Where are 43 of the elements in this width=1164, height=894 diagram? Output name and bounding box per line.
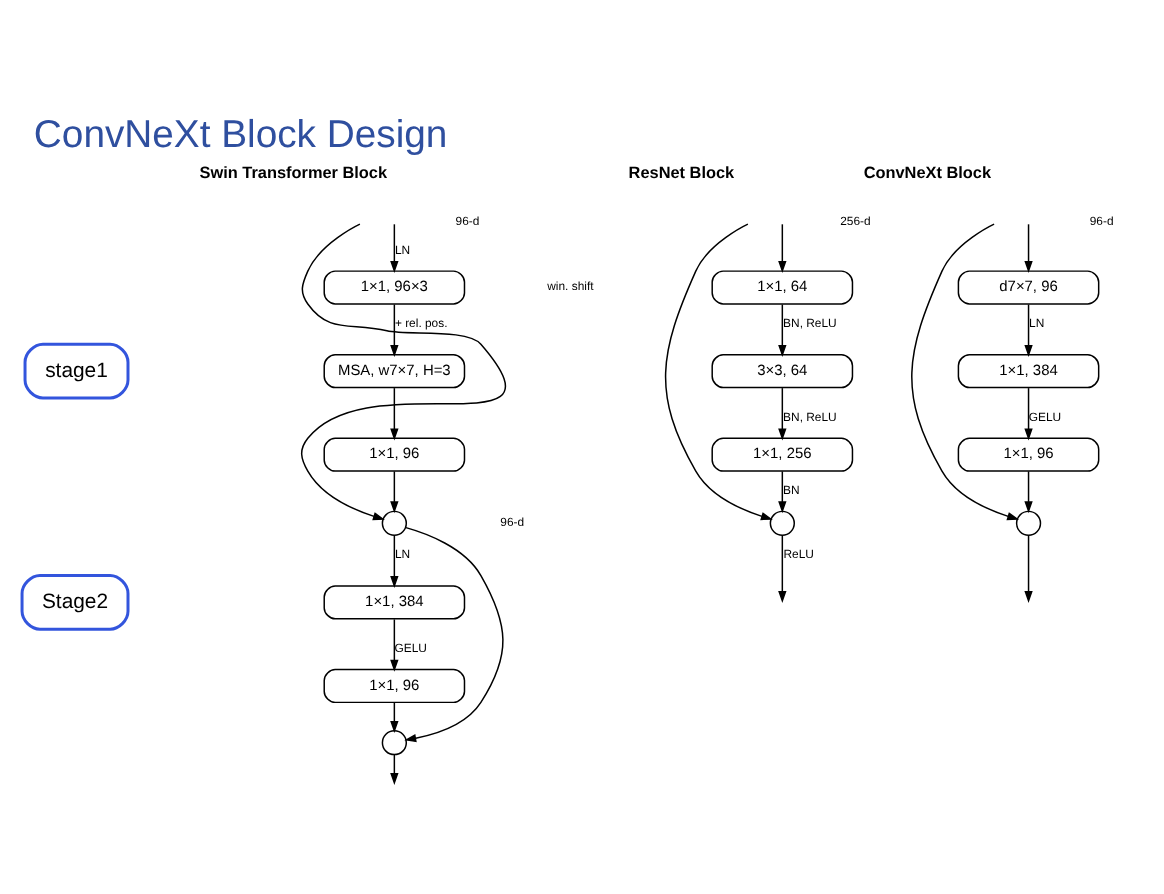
arrow (1024, 387, 1033, 441)
arrow (390, 534, 399, 588)
arrow (911, 223, 1020, 521)
node-circle (381, 730, 408, 756)
node-box: 1×1, 96 (957, 437, 1100, 472)
node-circle (769, 510, 795, 536)
arrow (1024, 303, 1033, 357)
label: Swin Transformer Block (199, 164, 388, 183)
arrow (1024, 223, 1033, 273)
node-box: 1×1, 64 (711, 270, 854, 305)
node-box: 3×3, 64 (711, 353, 854, 389)
diagram-title: ConvNeXt Block Design (33, 112, 448, 157)
arrow (1024, 534, 1033, 604)
node-box: d7×7, 96 (957, 270, 1100, 305)
arrow (390, 754, 399, 785)
arrow (778, 534, 787, 604)
arrow (390, 470, 399, 514)
arrow (390, 303, 399, 357)
node-box: 1×1, 96×3 (323, 270, 466, 305)
label: ResNet Block (628, 164, 735, 183)
node-box: 1×1, 384 (957, 353, 1100, 389)
node-box: 1×1, 96 (323, 668, 466, 704)
node-box: 1×1, 384 (323, 585, 466, 620)
label: ConvNeXt Block (863, 164, 992, 183)
node-box: stage1 (23, 342, 130, 400)
arrow (664, 223, 773, 521)
arrow (404, 526, 504, 743)
arrow (390, 387, 399, 441)
arrow (1024, 470, 1033, 514)
arrow (778, 223, 787, 273)
arrow (390, 618, 399, 672)
node-box: 1×1, 96 (323, 437, 466, 472)
arrow (778, 470, 787, 514)
node-circle (381, 510, 408, 536)
arrow (390, 223, 399, 273)
arrow (390, 701, 399, 733)
node-circle (1015, 510, 1042, 536)
node-box: 1×1, 256 (711, 437, 854, 472)
arrow (778, 303, 787, 357)
arrow (778, 387, 787, 441)
node-box: MSA, w7×7, H=3 (323, 353, 466, 389)
arrow (300, 223, 507, 521)
node-box: Stage2 (20, 574, 130, 631)
